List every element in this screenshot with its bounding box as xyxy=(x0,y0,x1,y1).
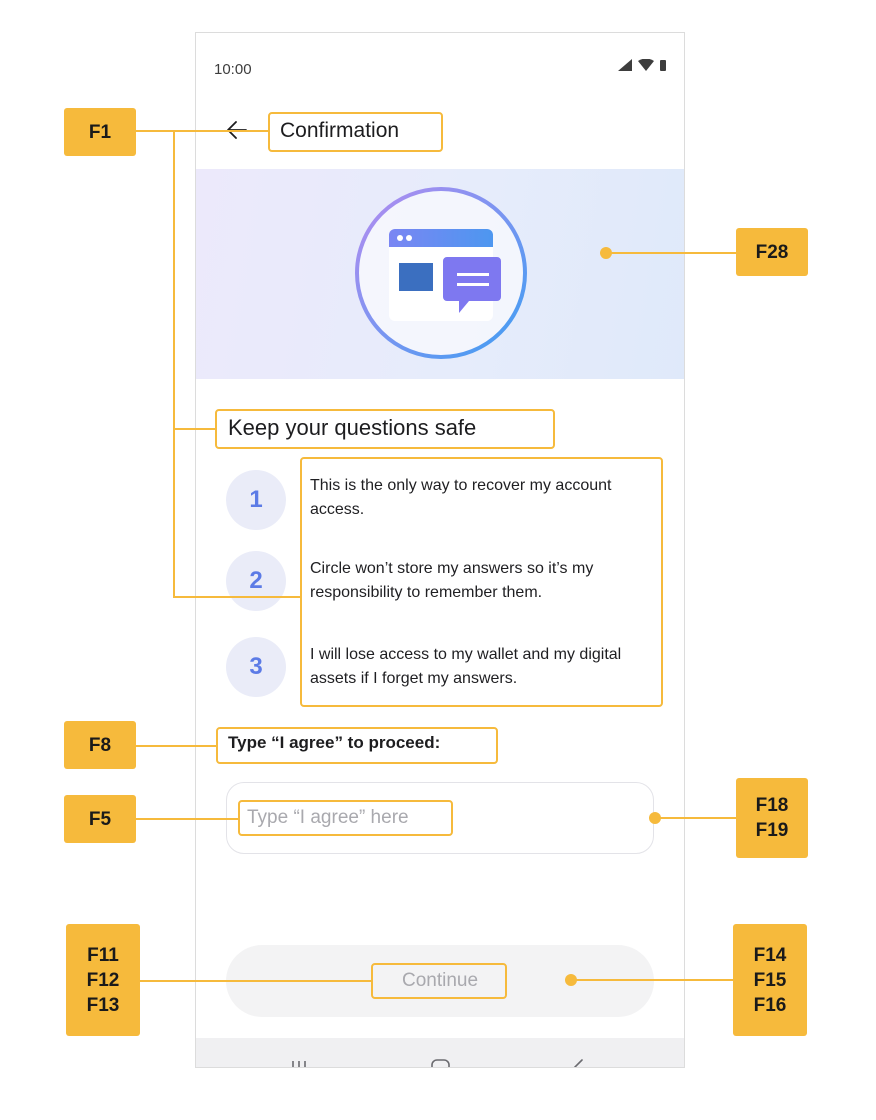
agree-label: Type “I agree” to proceed: xyxy=(228,733,441,752)
connector-dot xyxy=(649,812,661,824)
connector-line xyxy=(606,252,736,254)
connector-line xyxy=(136,130,268,132)
wifi-icon xyxy=(638,59,654,71)
connector-line xyxy=(571,979,733,981)
connector-line xyxy=(136,818,238,820)
agree-input[interactable] xyxy=(247,783,627,853)
highlight-title xyxy=(268,112,443,152)
highlight-steps xyxy=(300,457,663,707)
step-text-2: Circle won’t store my answers so it’s my… xyxy=(310,560,594,601)
highlight-placeholder xyxy=(238,800,453,836)
connector-line xyxy=(140,980,371,982)
signal-icon xyxy=(618,59,632,71)
agree-input-container[interactable] xyxy=(226,782,654,854)
status-icons xyxy=(618,59,666,71)
step-number-2: 2 xyxy=(226,551,286,611)
annotation-badge-f18-f19: F18 F19 xyxy=(736,778,808,858)
connector-line xyxy=(173,428,215,430)
recents-icon[interactable] xyxy=(289,1058,309,1068)
step-text-1: This is the only way to recover my accou… xyxy=(310,477,612,518)
section-title: Keep your questions safe xyxy=(228,415,477,440)
step-number-1: 1 xyxy=(226,470,286,530)
annotation-badge-f14-f16: F14 F15 F16 xyxy=(733,924,807,1036)
step-text-3: I will lose access to my wallet and my d… xyxy=(310,646,622,687)
annotation-badge-f5: F5 xyxy=(64,795,136,843)
battery-icon xyxy=(660,60,666,71)
step-number-3: 3 xyxy=(226,637,286,697)
connector-line xyxy=(655,817,736,819)
annotation-badge-f11-f13: F11 F12 F13 xyxy=(66,924,140,1036)
phone-screen: 10:00 Confirmation Keep xyxy=(195,32,685,1068)
connector-dot xyxy=(565,974,577,986)
home-icon[interactable] xyxy=(430,1058,452,1068)
annotation-badge-f8: F8 xyxy=(64,721,136,769)
highlight-continue-label xyxy=(371,963,507,999)
system-nav-bar xyxy=(196,1038,684,1067)
connector-line xyxy=(136,745,216,747)
highlight-agree-label xyxy=(216,727,498,764)
browser-chat-icon xyxy=(355,187,527,359)
page-title: Confirmation xyxy=(280,119,400,142)
connector-line xyxy=(173,130,175,598)
annotation-badge-f28: F28 xyxy=(736,228,808,276)
connector-line xyxy=(173,596,300,598)
connector-dot xyxy=(600,247,612,259)
nav-back-icon[interactable] xyxy=(571,1057,587,1068)
highlight-section-title xyxy=(215,409,555,449)
annotation-badge-f1: F1 xyxy=(64,108,136,156)
status-time: 10:00 xyxy=(214,61,252,78)
